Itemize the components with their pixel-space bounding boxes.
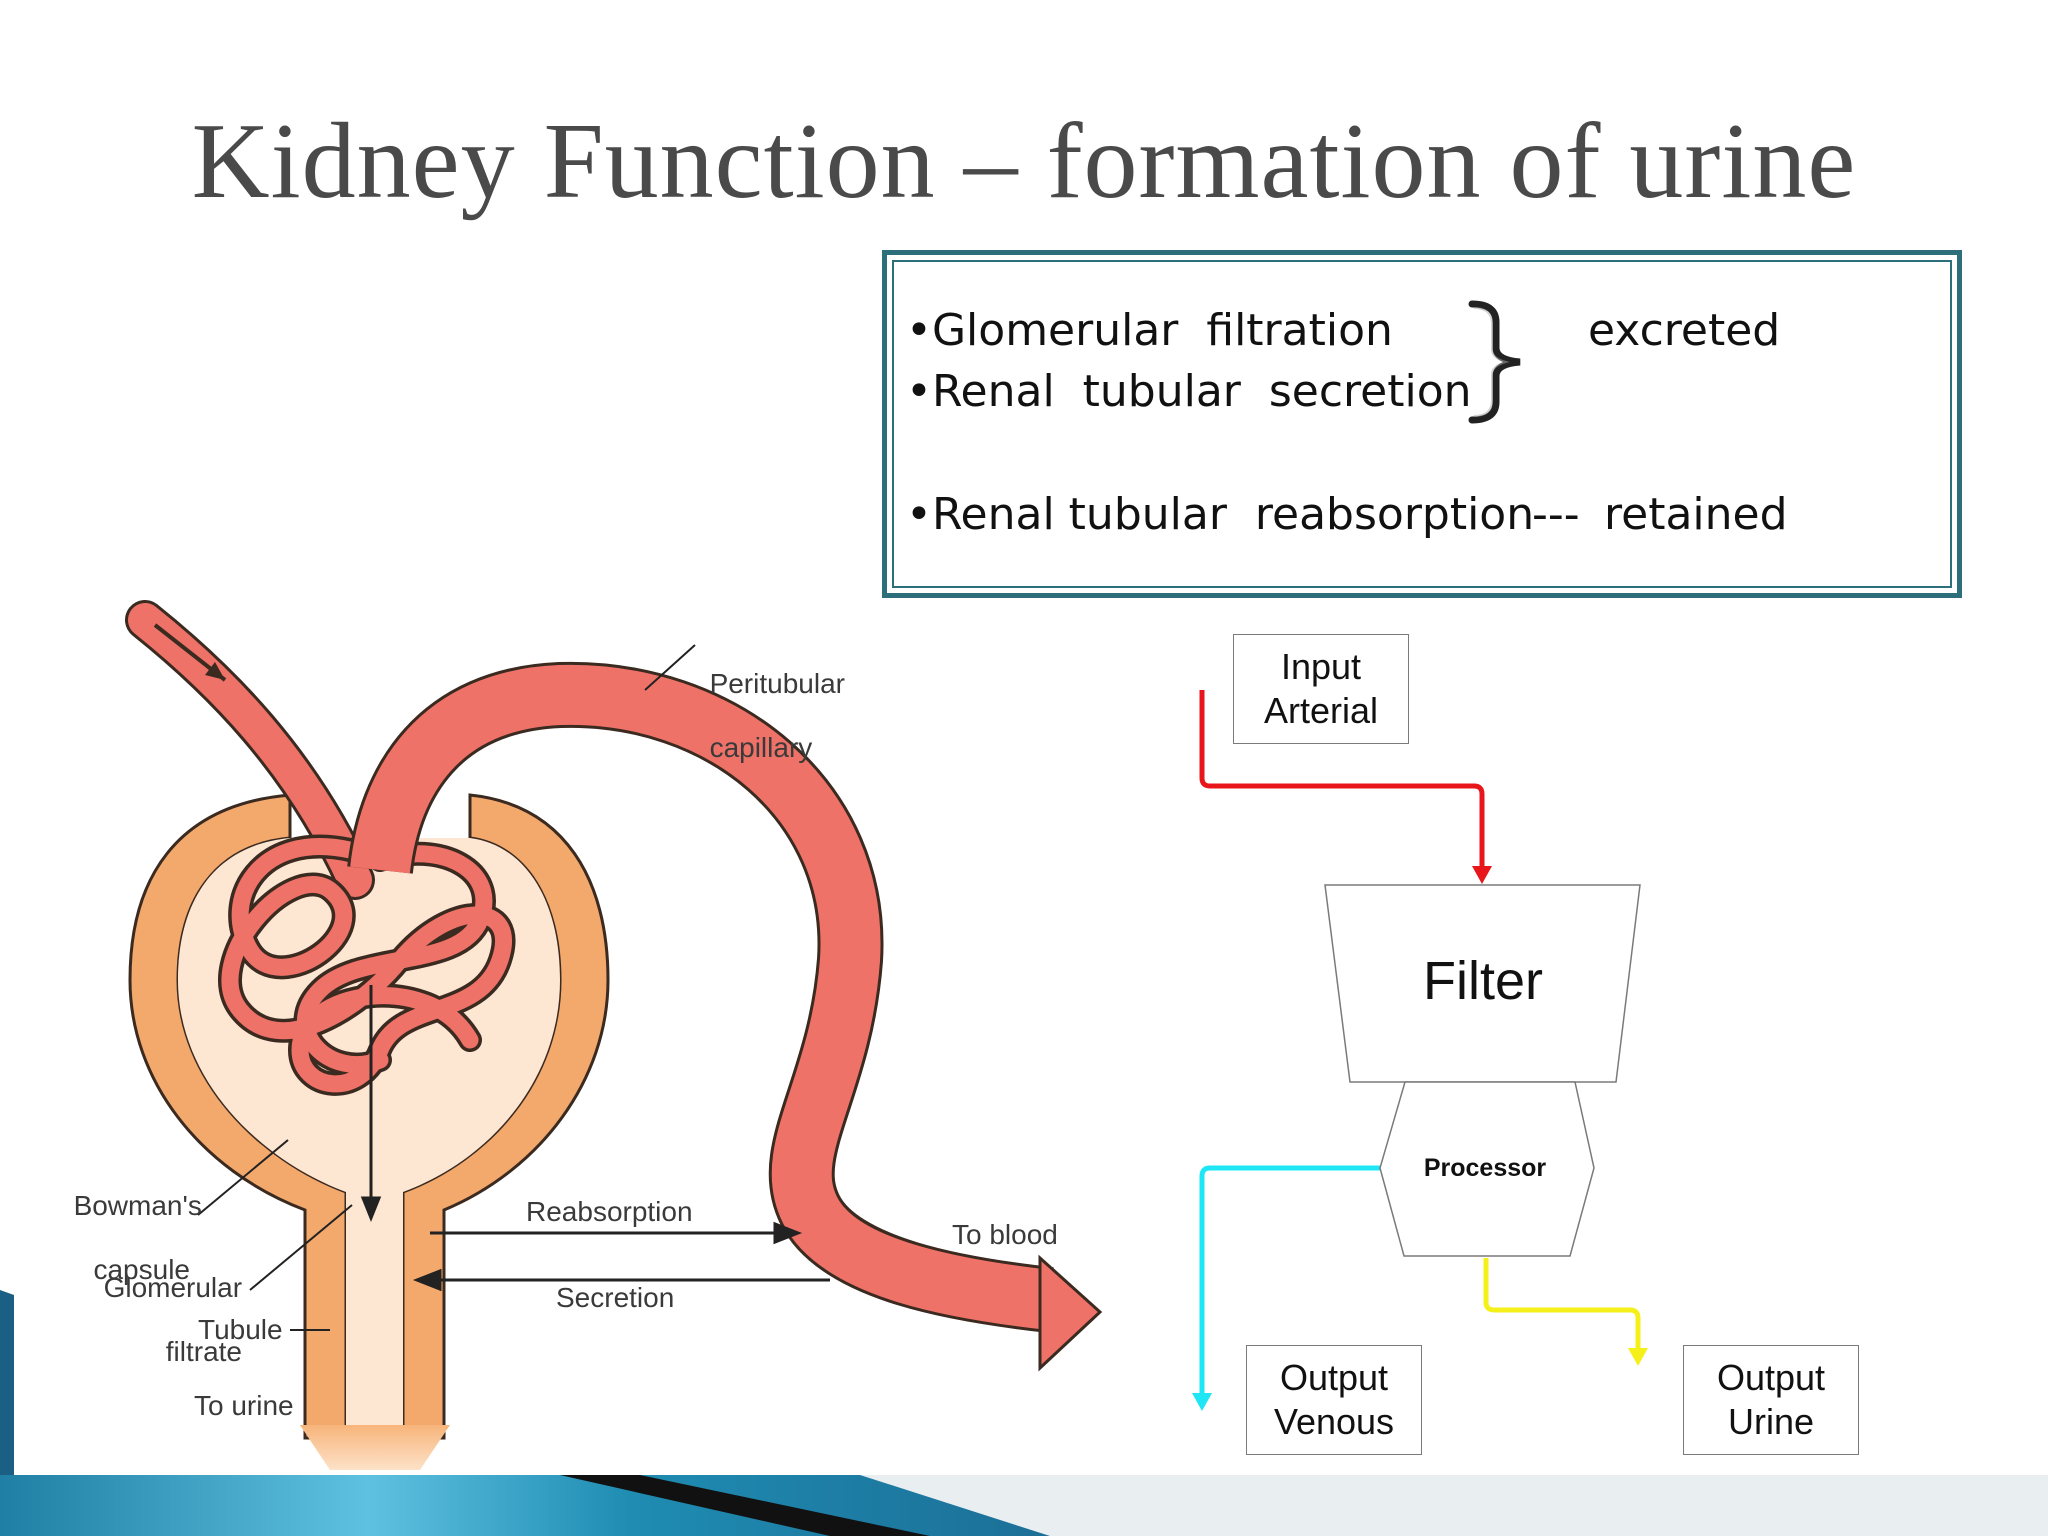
venous-line1: Output: [1279, 1357, 1389, 1398]
urine-line2: Urine: [1727, 1401, 1814, 1442]
arterial-connector: [1199, 690, 1485, 868]
summary-box-inner-frame: [892, 260, 1952, 588]
glomerulus: [218, 834, 516, 1096]
summary-renal-tubular-secretion: •Renal tubular secretion: [906, 366, 1472, 417]
urine-line1: Output: [1716, 1357, 1826, 1398]
label-bowmans-line1: Bowman's: [73, 1190, 202, 1221]
label-peritubular-line1: Peritubular: [709, 668, 845, 699]
input-line2: Arterial: [1263, 690, 1379, 731]
to-blood-arrowhead: [1038, 1254, 1103, 1372]
nephron-illustration: [125, 600, 1103, 1470]
summary-excreted: excreted: [1588, 305, 1781, 356]
to-urine-arrow: [300, 1425, 450, 1470]
label-peritubular-line2: capillary: [709, 732, 813, 763]
summary-renal-tubular-reabsorption: •Renal tubular reabsorption: [906, 489, 1535, 540]
flowchart-connectors: [1192, 690, 1648, 1411]
filter-shape: [1324, 884, 1641, 1083]
slide-title: Kidney Function – formation of urine: [191, 102, 1857, 221]
label-to-urine: To urine: [194, 1390, 294, 1421]
venous-connector: [1199, 1165, 1380, 1395]
summary-retained: retained: [1604, 489, 1788, 540]
output-urine-box: Output Urine: [1683, 1345, 1859, 1455]
summary-separator: ---: [1532, 489, 1580, 540]
urine-connector: [1483, 1258, 1641, 1350]
output-venous-box: Output Venous: [1246, 1345, 1422, 1455]
label-bowmans-line2: capsule: [93, 1254, 190, 1285]
label-reabsorption: Reabsorption: [526, 1196, 693, 1227]
filter-label: Filter: [1423, 951, 1543, 1011]
processor-shape: [1379, 1081, 1595, 1257]
label-peritubular-capillary: Peritubular capillary: [694, 636, 845, 764]
summary-glomerular-filtration: •Glomerular filtration: [906, 305, 1393, 356]
label-secretion: Secretion: [556, 1282, 675, 1313]
curly-brace-icon: [1468, 300, 1521, 424]
input-line1: Input: [1280, 646, 1362, 687]
label-filtrate-line1: Glomerular: [103, 1272, 243, 1303]
label-glomerular-filtrate: Glomerular filtrate: [88, 1240, 242, 1368]
processor-label: Processor: [1423, 1154, 1547, 1182]
label-bowmans-capsule: Bowman's capsule: [58, 1158, 202, 1286]
label-to-blood: To blood: [952, 1219, 1058, 1250]
venous-line2: Venous: [1273, 1401, 1395, 1442]
footer-band: [0, 1290, 2048, 1536]
input-arterial-box: Input Arterial: [1233, 634, 1409, 744]
label-tubule: Tubule: [198, 1314, 283, 1345]
exchange-arrows: [197, 644, 830, 1331]
summary-box: [882, 250, 1962, 598]
label-filtrate-line2: filtrate: [165, 1336, 242, 1367]
